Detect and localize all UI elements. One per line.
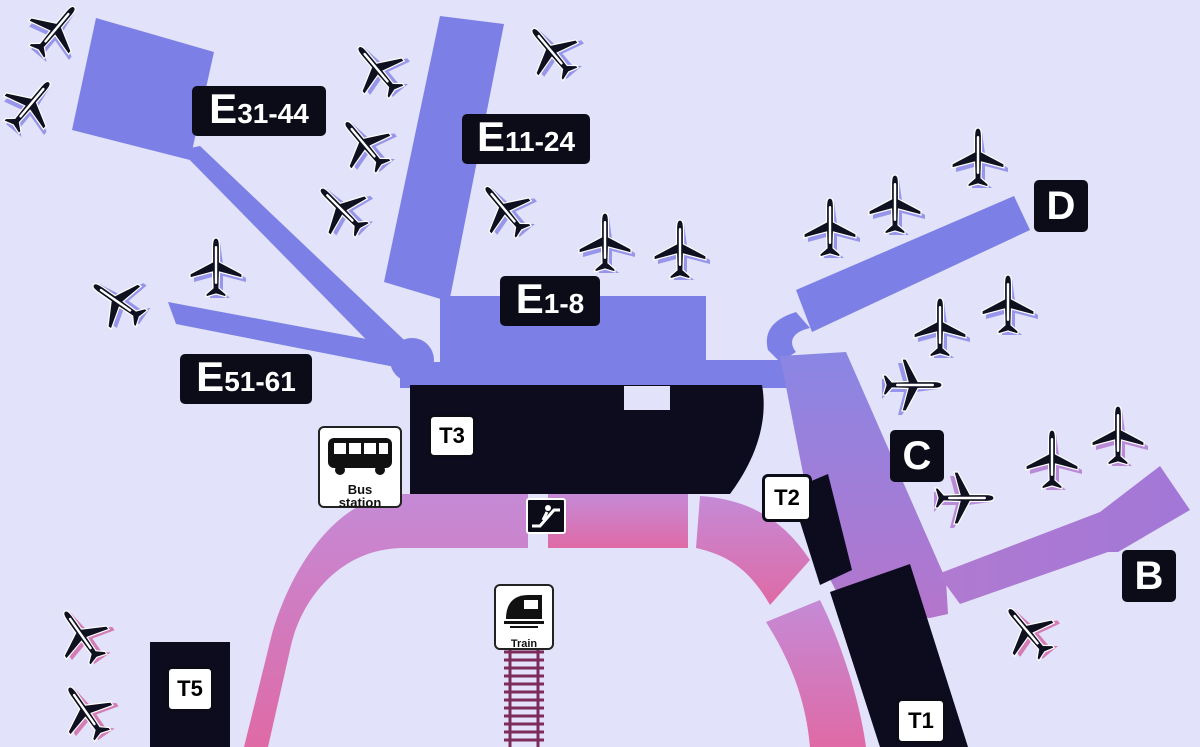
- terminal-label-t1: T1: [896, 698, 946, 744]
- aircraft-icon: [15, 0, 95, 70]
- escalator-sign: [526, 498, 566, 534]
- train-station-sign: Train: [494, 584, 554, 650]
- bus-station-line1: Bus: [347, 482, 373, 497]
- terminal-label-t5: T5: [166, 666, 214, 712]
- pier-label-b: B: [1122, 550, 1176, 602]
- aircraft-layer: [0, 0, 1148, 747]
- aircraft-icon: [951, 127, 1008, 188]
- aircraft-icon: [578, 212, 635, 273]
- aircraft-icon: [77, 262, 158, 341]
- pier-label-c: C: [890, 430, 944, 482]
- bus-station-line2: station: [338, 495, 382, 510]
- aircraft-icon: [42, 595, 121, 676]
- aircraft-icon: [465, 169, 545, 250]
- aircraft-icon: [512, 11, 592, 92]
- aircraft-icon: [882, 358, 943, 415]
- pier-range: 11-24: [504, 126, 576, 157]
- pier-prefix: C: [902, 434, 932, 478]
- aircraft-icon: [338, 29, 418, 110]
- aircraft-icon: [325, 104, 405, 185]
- pier-prefix: B: [1134, 554, 1164, 598]
- pier-label-d: D: [1034, 180, 1088, 232]
- terminal-cutouts: [624, 386, 670, 410]
- pier-range: 1-8: [543, 288, 585, 319]
- pier-range: 31-44: [237, 98, 309, 129]
- pier-prefix: E: [196, 353, 225, 400]
- pier-e11-24-shape: [384, 16, 504, 300]
- aircraft-icon: [913, 297, 970, 358]
- aircraft-icon: [46, 671, 125, 747]
- pier-e31-44-shape: [72, 18, 420, 372]
- pier-e1-8-shape: [400, 296, 830, 388]
- aircraft-icon: [653, 219, 710, 280]
- aircraft-icon: [981, 274, 1038, 335]
- aircraft-icon: [301, 169, 382, 250]
- aircraft-icon: [868, 174, 925, 235]
- train-icon: [504, 595, 544, 628]
- bus-icon: [328, 438, 392, 475]
- pier-prefix: E: [515, 275, 544, 322]
- train-label: Train: [510, 638, 538, 650]
- train-track-ties: [504, 650, 544, 742]
- walkway: [244, 494, 866, 747]
- pier-d-shape: [766, 196, 1030, 362]
- escalator-icon: [532, 505, 560, 528]
- terminal-label-t2: T2: [762, 474, 812, 522]
- aircraft-icon: [934, 471, 995, 528]
- aircraft-icon: [1025, 429, 1082, 490]
- aircraft-icon: [988, 591, 1068, 672]
- pier-prefix: E: [476, 113, 505, 160]
- pier-prefix: E: [209, 85, 238, 132]
- terminal-label-t3: T3: [428, 414, 476, 458]
- aircraft-icon: [1091, 405, 1148, 466]
- aircraft-icon: [803, 197, 860, 258]
- pier-b-shape: [938, 466, 1190, 604]
- pier-prefix: D: [1046, 184, 1076, 228]
- pier-range: 51-61: [224, 366, 296, 397]
- aircraft-icon: [189, 237, 246, 298]
- aircraft-icon: [0, 64, 70, 145]
- bus-station-sign: Bus station: [318, 426, 402, 510]
- pier-e51-61-shape: [168, 302, 404, 368]
